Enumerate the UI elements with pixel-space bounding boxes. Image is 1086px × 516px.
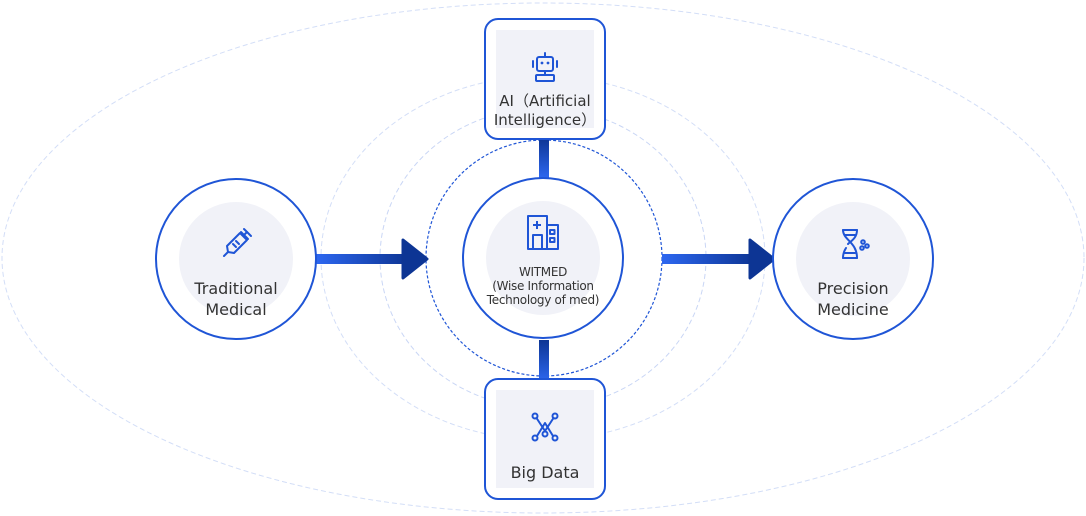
top-connector [539, 138, 549, 178]
node-backdrop [486, 201, 600, 315]
syringe-icon [223, 228, 252, 257]
robot-icon [532, 52, 558, 82]
node-backdrop [496, 30, 594, 128]
node-label-line1: Precision [817, 279, 889, 298]
node-label-line1: AI（Artificial [499, 92, 591, 110]
dna-icon [842, 229, 870, 259]
witmed-node: WITMED (Wise Information Technology of m… [462, 177, 624, 339]
node-label-line1: WITMED [518, 265, 568, 279]
precision-medicine-node: Precision Medicine [772, 178, 934, 340]
node-label-line2: Intelligence） [493, 111, 597, 129]
traditional-medical-node: Traditional Medical [155, 178, 317, 340]
ai-node: AI（Artificial Intelligence） [484, 18, 606, 140]
node-label-line2: (Wise Information [492, 279, 594, 293]
node-backdrop [179, 202, 293, 316]
bottom-connector [539, 340, 549, 382]
right-arrow [662, 238, 776, 280]
node-label-line2: Medical [205, 300, 267, 319]
hospital-icon [527, 215, 559, 250]
big-data-node: Big Data [484, 378, 606, 500]
node-backdrop [496, 390, 594, 488]
node-label-line1: Traditional [194, 279, 278, 298]
node-label-line2: Medicine [817, 300, 889, 319]
network-icon [531, 412, 559, 442]
left-arrow [316, 238, 429, 280]
node-label-line1: Big Data [510, 463, 580, 482]
node-label-line3: Technology of med) [486, 293, 600, 307]
